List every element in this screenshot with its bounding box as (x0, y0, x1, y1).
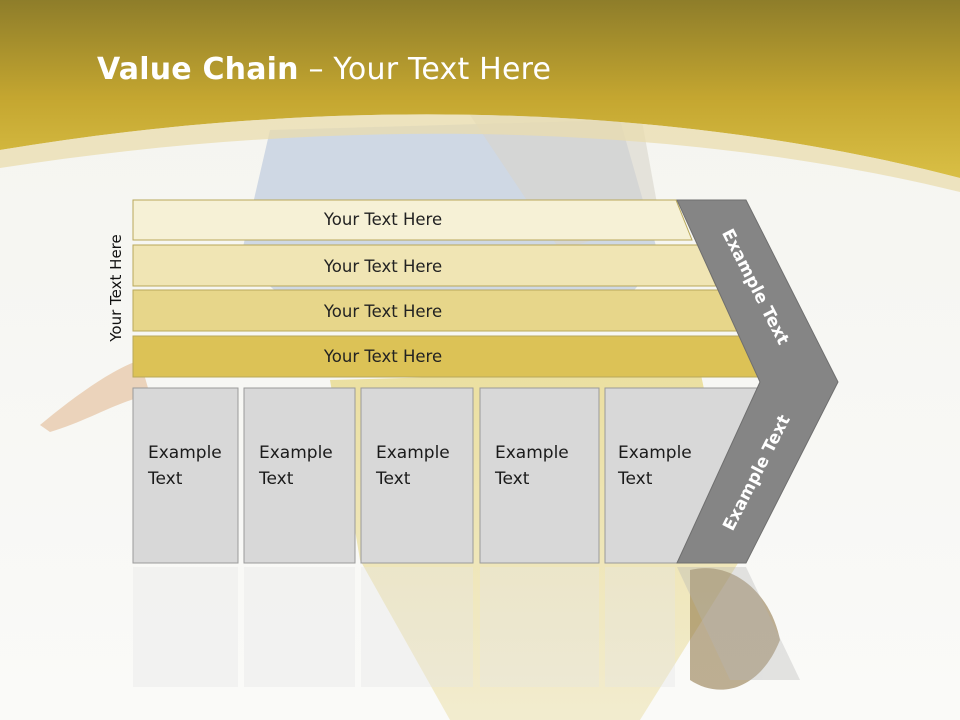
row-3-label: Your Text Here (323, 302, 443, 321)
row-3: Your Text Here (133, 291, 693, 332)
box-2-line2: Text (259, 469, 294, 489)
activity-box-1 (132, 387, 239, 564)
title-rest: – Your Text Here (298, 52, 552, 87)
side-label: Your Text Here (107, 234, 125, 342)
box-3-line1: Example (376, 443, 450, 463)
activity-box-3 (360, 387, 474, 564)
row-2-label: Your Text Here (323, 257, 443, 276)
box-3-line2: Text (376, 469, 411, 489)
activity-box-4 (479, 387, 600, 564)
row-4: Your Text Here (133, 336, 693, 377)
box-2-line1: Example (259, 443, 333, 463)
row-1: Your Text Here (133, 199, 693, 240)
box-5-line2: Text (618, 469, 653, 489)
title-bold: Value Chain (97, 52, 299, 87)
box-1-line2: Text (148, 469, 183, 489)
box-4-line2: Text (495, 469, 530, 489)
slide-title: Value Chain – Your Text Here (97, 52, 551, 87)
row-bar-1 (132, 199, 693, 241)
activity-box-2 (243, 387, 356, 564)
box-4-line1: Example (495, 443, 569, 463)
row-2: Your Text Here (133, 246, 693, 287)
box-1-line1: Example (148, 443, 222, 463)
box-5-line1: Example (618, 443, 692, 463)
row-4-label: Your Text Here (323, 347, 443, 366)
margin-chevron (676, 199, 839, 564)
row-1-label: Your Text Here (323, 210, 443, 229)
header-band (0, 0, 960, 192)
